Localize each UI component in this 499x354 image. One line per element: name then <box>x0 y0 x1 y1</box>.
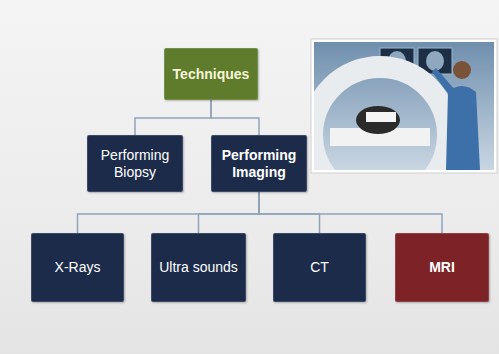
node-label: Ultra sounds <box>153 255 244 280</box>
process-box: CT <box>273 233 366 302</box>
process-box: X-Rays <box>31 233 124 302</box>
process-box: Performing Biopsy <box>87 135 183 192</box>
nurse-arm <box>432 68 455 96</box>
connector-line <box>135 100 211 135</box>
connector-line <box>78 192 260 233</box>
connector-line <box>199 192 260 233</box>
nurse-body <box>446 86 480 170</box>
node-label: Techniques <box>167 62 256 87</box>
patient-head <box>356 106 400 134</box>
highlight-box: MRI <box>395 233 489 302</box>
root-box: Techniques <box>164 48 258 100</box>
head-coil <box>366 112 396 122</box>
process-box: Performing Imaging <box>211 135 307 192</box>
scanner-ring <box>314 67 448 170</box>
nurse-head <box>453 61 471 79</box>
connector-line <box>259 192 442 233</box>
node-label: MRI <box>423 255 461 280</box>
node-label: Performing Imaging <box>212 143 306 185</box>
node-label: X-Rays <box>49 255 107 280</box>
node-label: Performing Biopsy <box>88 143 182 185</box>
process-box: Ultra sounds <box>151 233 246 302</box>
photo-frame <box>311 39 497 173</box>
node-label: CT <box>304 255 335 280</box>
connector-line <box>211 100 259 135</box>
scan-image <box>426 51 444 71</box>
connector-line <box>259 192 320 233</box>
